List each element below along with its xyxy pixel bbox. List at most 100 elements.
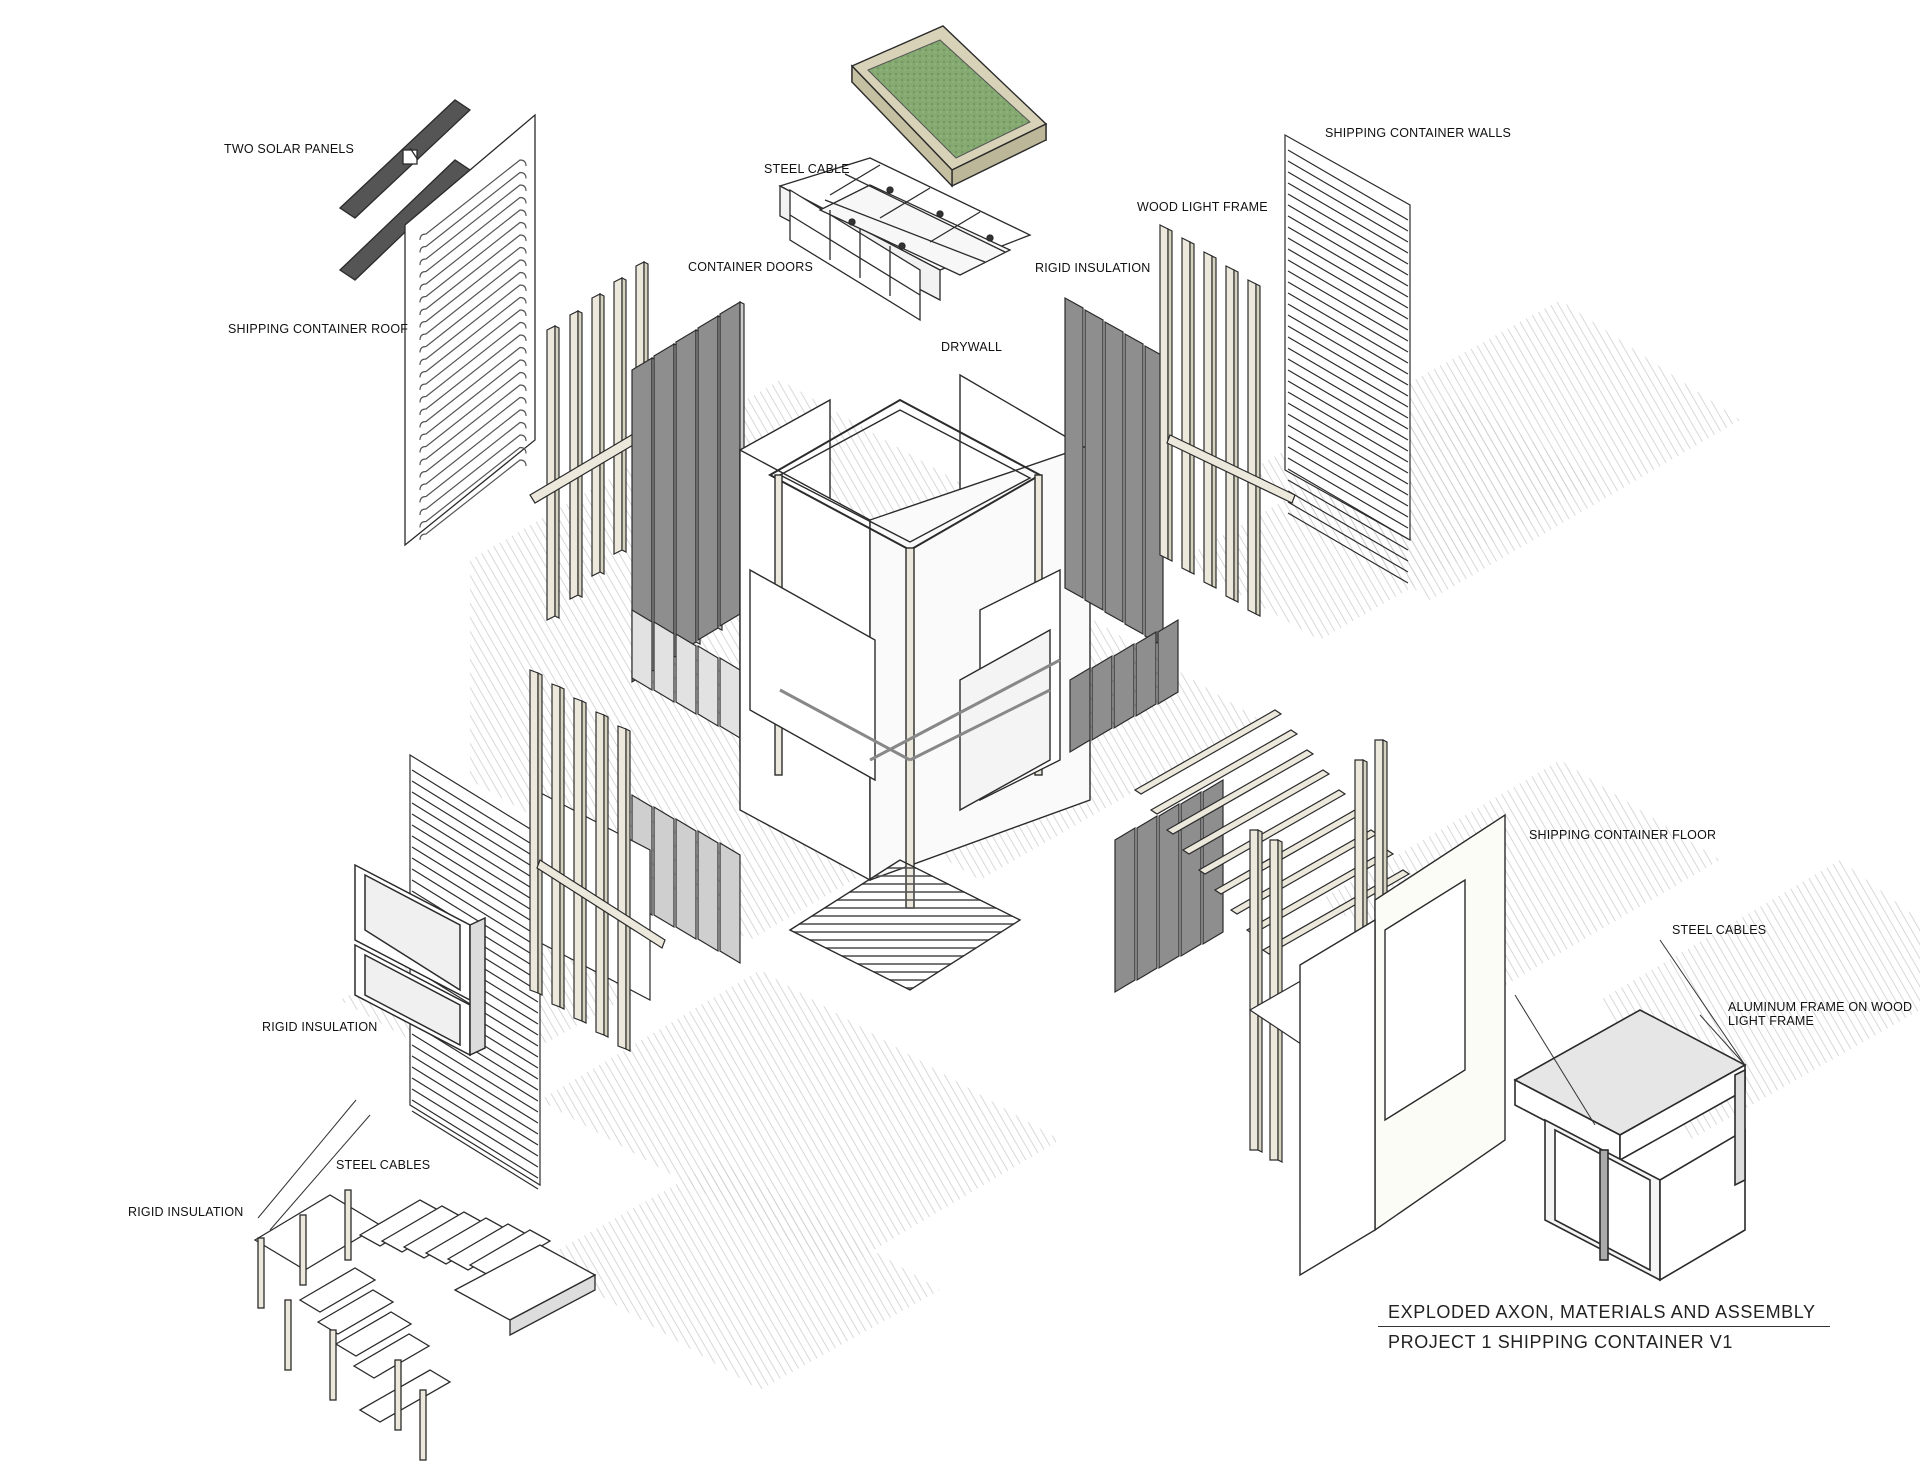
- stair-post: [344, 1189, 352, 1261]
- stud-r: [1247, 279, 1257, 615]
- stud-tl: [591, 293, 601, 577]
- title-rule: [1378, 1326, 1830, 1327]
- stud-ll-side: [603, 714, 609, 1038]
- insulation-right-slat: [1124, 332, 1144, 636]
- label-two-solar-panels: TWO SOLAR PANELS: [224, 142, 355, 156]
- wall-rib: [1287, 215, 1409, 287]
- wall-rib: [1287, 314, 1409, 386]
- stud-tl-side: [599, 293, 605, 575]
- stud-r: [1225, 265, 1235, 601]
- insulation-right-slat: [1104, 320, 1124, 624]
- stud-ll: [573, 697, 583, 1022]
- stud-ll: [551, 683, 561, 1008]
- stud-ll: [595, 711, 605, 1036]
- insulation-light-slat: [675, 632, 697, 716]
- central-container: [739, 373, 1091, 991]
- insulation-right-slat: [1064, 296, 1084, 600]
- wall-rib: [1287, 358, 1409, 430]
- left-wall-rib: [411, 1099, 539, 1179]
- container-walls-right: [1284, 133, 1411, 584]
- wood-frame-right: [1159, 224, 1296, 617]
- left-wall-rib: [411, 813, 539, 893]
- floor-post-side: [1257, 829, 1263, 1153]
- wall-rib: [1287, 413, 1409, 485]
- shadow-left-lower: [540, 970, 1060, 1270]
- wall-rib: [1287, 303, 1409, 375]
- wall-rib: [1287, 490, 1409, 562]
- insulation-right-mid-slat: [1135, 630, 1157, 718]
- label-wood-light-frame: WOOD LIGHT FRAME: [1137, 200, 1268, 214]
- insulation-right-low-slat: [1136, 814, 1158, 982]
- label-steel-cables-left: STEEL CABLES: [336, 1158, 431, 1172]
- green-roof: [850, 25, 1048, 188]
- insulation-slat: [719, 300, 741, 628]
- wall-rib: [1287, 347, 1409, 419]
- floor-joist: [1197, 789, 1347, 875]
- wall-rib: [1287, 402, 1409, 474]
- left-wall-rib: [411, 1066, 539, 1146]
- insulation-right-mid-slat: [1157, 618, 1179, 706]
- stud-tl: [569, 310, 579, 600]
- stud-r-side: [1189, 241, 1195, 575]
- roof-rib: [419, 309, 527, 391]
- label-shipping-container-walls: SHIPPING CONTAINER WALLS: [1325, 126, 1512, 140]
- left-wall-rib: [411, 868, 539, 948]
- container-doors-frame: [778, 157, 1032, 322]
- wall-rib: [1287, 435, 1409, 507]
- leader-lines: [257, 939, 1746, 1231]
- label-drywall: DRYWALL: [941, 340, 1003, 354]
- stair-tread-lower: [298, 1267, 377, 1313]
- stud-tl-side: [554, 325, 560, 619]
- stud-tl-side: [621, 277, 627, 553]
- insulation-light-slat: [697, 644, 719, 728]
- label-rigid-insulation-bottom: RIGID INSULATION: [128, 1205, 244, 1219]
- wall-rib: [1287, 182, 1409, 254]
- wall-rib: [1287, 380, 1409, 452]
- wood-frame-left-lower: [529, 669, 666, 1052]
- roof-rib: [419, 234, 527, 316]
- left-wall-rib: [411, 824, 539, 904]
- plate-r: [1166, 434, 1296, 504]
- wall-rib: [1287, 248, 1409, 320]
- stud-tl: [613, 277, 623, 555]
- wall-rib: [1287, 171, 1409, 243]
- stud-ll-side: [559, 686, 565, 1010]
- wall-rib: [1287, 468, 1409, 540]
- wall-rib: [1287, 270, 1409, 342]
- roof-rib: [419, 434, 527, 516]
- left-wall-rib: [411, 1055, 539, 1135]
- left-wall-rib: [411, 791, 539, 871]
- left-wall-rib: [411, 835, 539, 915]
- wall-rib: [1287, 204, 1409, 276]
- container-roof-panel: [404, 113, 536, 547]
- roof-rib: [419, 409, 527, 491]
- roof-rib: [419, 384, 527, 466]
- left-wall-rib: [411, 1044, 539, 1124]
- stud-ll-side: [581, 700, 587, 1024]
- roof-rib: [419, 271, 527, 353]
- stud-ll: [529, 669, 539, 994]
- stud-tl-side: [577, 310, 583, 598]
- roof-rib: [419, 396, 527, 478]
- roof-rib: [419, 159, 527, 241]
- container-floor-panel: [1299, 813, 1506, 1277]
- left-wall-rib: [411, 802, 539, 882]
- roof-rib: [419, 221, 527, 303]
- floor-joist: [1133, 709, 1283, 795]
- stair-landing-bottom: [358, 1369, 452, 1423]
- insulation-lower-slat: [697, 829, 719, 953]
- left-wall-rib: [411, 879, 539, 959]
- floor-joist: [1149, 729, 1299, 815]
- wall-rib: [1287, 336, 1409, 408]
- stair-post: [257, 1237, 265, 1309]
- floor-frame-right: [1133, 709, 1411, 1163]
- stair-tread-lower: [334, 1311, 413, 1357]
- stair-post: [394, 1359, 402, 1431]
- stair-post: [284, 1299, 292, 1371]
- insulation-right-low-slat: [1158, 802, 1180, 970]
- roof-rib: [419, 321, 527, 403]
- left-wall-rib: [411, 769, 539, 849]
- title-line-1: EXPLODED AXON, MATERIALS AND ASSEMBLY: [1388, 1302, 1816, 1322]
- label-shipping-container-roof: SHIPPING CONTAINER ROOF: [228, 322, 409, 336]
